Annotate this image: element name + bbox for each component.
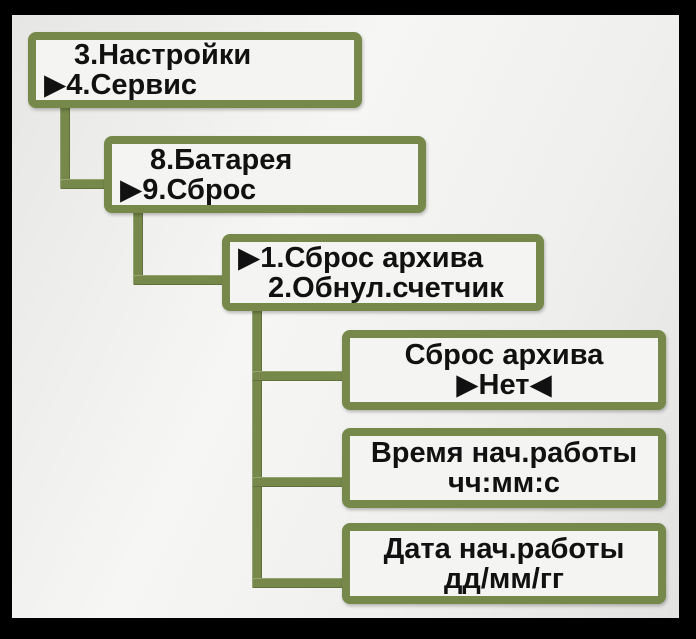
screen-value-time-format: чч:мм:с (447, 467, 561, 499)
node-screen-start-time: Время нач.работы чч:мм:с (342, 428, 666, 508)
node-screen-start-date: Дата нач.работы дд/мм/гг (342, 523, 666, 604)
menu-item-reset-selected: ▶9.Сброс (120, 173, 257, 206)
screen-title-start-time: Время нач.работы (370, 437, 638, 469)
node-menu-settings-service: 3.Настройки ▶4.Сервис (28, 32, 362, 108)
screen-title-reset-archive: Сброс архива (404, 339, 604, 371)
node-menu-reset-archive: ▶1.Сброс архива 2.Обнул.счетчик (222, 234, 544, 311)
menu-item-settings: 3.Настройки (74, 39, 252, 71)
menu-item-service-selected: ▶4.Сервис (44, 69, 198, 101)
connector-branch-reset-archive (252, 371, 350, 381)
connector-settings-to-battery-horizontal (60, 179, 112, 189)
diagram-canvas: 3.Настройки ▶4.Сервис 8.Батарея ▶9.Сброс… (12, 15, 679, 618)
connector-branch-start-time (252, 477, 350, 487)
connector-branch-start-date (252, 578, 350, 588)
screen-value-date-format: дд/мм/гг (444, 562, 564, 595)
connector-battery-to-reset-horizontal (133, 275, 230, 285)
node-menu-battery-reset: 8.Батарея ▶9.Сброс (104, 136, 426, 213)
screen-value-no-selected: ▶Нет◀ (456, 369, 552, 401)
connector-settings-to-battery-vertical (60, 104, 70, 189)
node-screen-reset-archive: Сброс архива ▶Нет◀ (342, 330, 666, 410)
connector-reset-trunk-vertical (252, 307, 262, 588)
menu-item-battery: 8.Батарея (150, 143, 293, 176)
connector-battery-to-reset-vertical (133, 209, 143, 285)
menu-item-reset-archive-selected: ▶1.Сброс архива (238, 241, 484, 274)
screen-title-start-date: Дата нач.работы (383, 532, 625, 565)
menu-item-zero-counter: 2.Обнул.счетчик (268, 271, 504, 304)
